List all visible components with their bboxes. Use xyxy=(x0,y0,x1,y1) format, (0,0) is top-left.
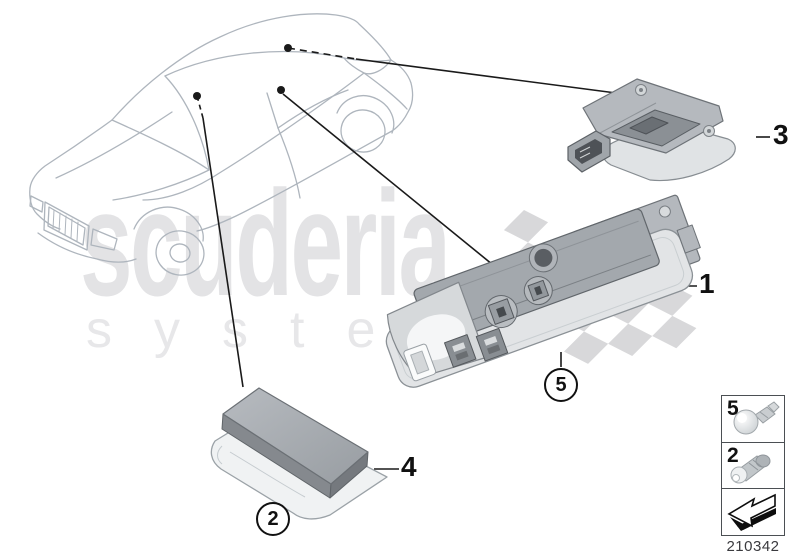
wedge-bulb-icon xyxy=(733,401,780,435)
callout-circle-2[interactable]: 2 xyxy=(256,502,290,536)
part-1-drawing xyxy=(385,194,701,388)
car-outline-sketch xyxy=(29,13,414,276)
watermark-brand-text: scuderia xyxy=(80,159,451,327)
legend-ref-2: 2 xyxy=(727,443,739,467)
bulb-legend-table: 5 2 xyxy=(721,395,785,536)
legend-ref-5: 5 xyxy=(727,397,739,420)
continuation-arrow-icon xyxy=(727,494,776,532)
festoon-bulb-icon xyxy=(730,454,771,484)
part-4-drawing xyxy=(210,387,388,520)
legend-row-bulb-5[interactable]: 5 xyxy=(722,396,784,443)
callout-label-4[interactable]: 4 xyxy=(401,451,417,482)
leader-line-part3 xyxy=(355,58,617,94)
callout-label-1[interactable]: 1 xyxy=(699,268,715,299)
callout-circle-5[interactable]: 5 xyxy=(544,368,578,402)
leader-line-part4 xyxy=(202,117,244,388)
part-3-drawing xyxy=(567,78,736,182)
leader-line-part1 xyxy=(282,93,499,270)
leader-lines xyxy=(193,44,770,502)
legend-row-bulb-2[interactable]: 2 xyxy=(722,443,784,490)
callout-label-3[interactable]: 3 xyxy=(773,119,789,150)
leader-dashed-part4 xyxy=(196,95,204,119)
drawing-number: 210342 xyxy=(726,538,780,555)
legend-row-continuation xyxy=(722,489,784,535)
leader-dot-part1 xyxy=(277,86,285,94)
